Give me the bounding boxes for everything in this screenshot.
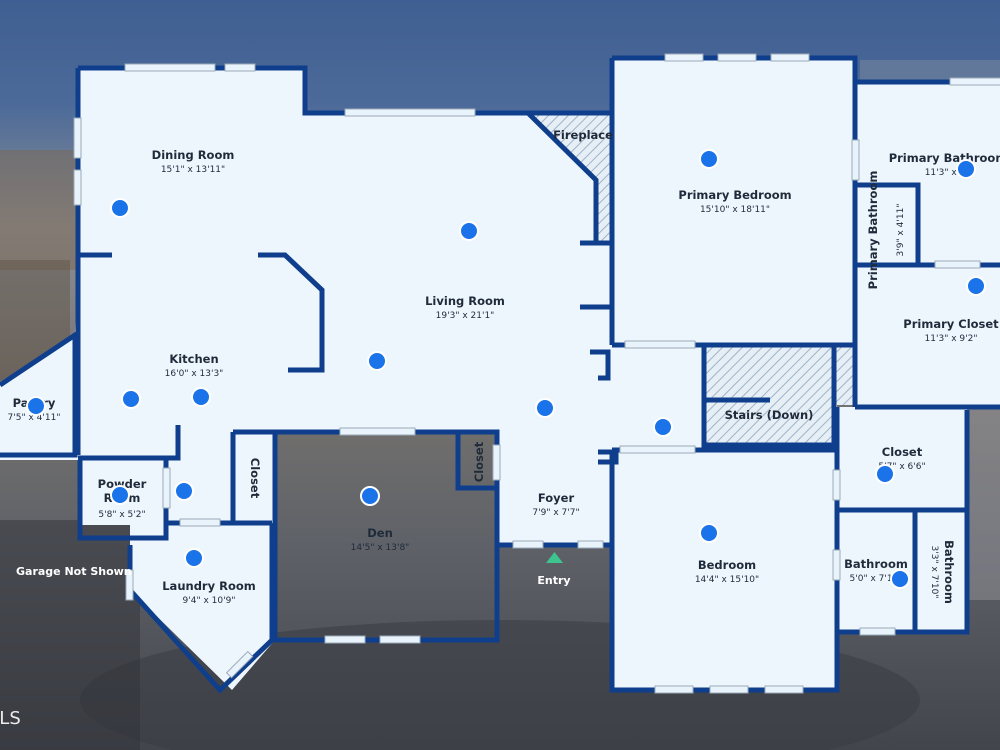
powder-room-dims: 5'8" x 5'2" <box>98 510 145 520</box>
hotspot-kitchen[interactable] <box>121 389 141 409</box>
bathroom-dims: 5'0" x 7'10" <box>850 574 903 584</box>
windows <box>73 53 1000 694</box>
foyer-name: Foyer <box>538 491 575 505</box>
hotspot-closet-east[interactable] <box>875 464 895 484</box>
hotspot-primary-bathroom[interactable] <box>956 159 976 179</box>
hotspot-laundry-room[interactable] <box>184 548 204 568</box>
dining-room-name: Dining Room <box>152 148 235 162</box>
watermark-logo: ILS <box>0 708 21 729</box>
primary-closet-name: Primary Closet <box>903 317 999 331</box>
hotspot-den[interactable] <box>360 486 380 506</box>
living-room-dims: 19'3" x 21'1" <box>436 311 495 321</box>
stairs-hatch-side <box>834 345 854 405</box>
primary-bathroom-name: Primary Bathroom <box>889 151 1000 165</box>
entry-marker-icon <box>546 552 563 563</box>
hotspot-bedroom[interactable] <box>699 523 719 543</box>
hotspot-dining-room[interactable] <box>110 198 130 218</box>
room-fills <box>0 58 1000 690</box>
hotspot-kitchen-2[interactable] <box>191 387 211 407</box>
primary-bathroom-2-dims: 3'9" x 4'11" <box>896 204 906 257</box>
hotspot-primary-bedroom[interactable] <box>699 149 719 169</box>
closet-laundry-name: Closet <box>248 458 262 499</box>
primary-bathroom-2-name: Primary Bathroom <box>866 171 880 290</box>
hotspot-hallway[interactable] <box>653 417 673 437</box>
laundry-room-name: Laundry Room <box>162 579 256 593</box>
hotspot-living-room[interactable] <box>459 221 479 241</box>
kitchen-dims: 16'0" x 13'3" <box>165 369 224 379</box>
powder-room-name-line1: Powder <box>98 477 147 491</box>
stairs-name: Stairs (Down) <box>725 408 814 422</box>
bathroom-2-name: Bathroom <box>942 540 956 604</box>
closet-east-dims: 5'7" x 6'6" <box>878 462 925 472</box>
room-labels: Dining Room 15'1" x 13'11" Living Room 1… <box>8 128 1000 606</box>
laundry-room-dims: 9'4" x 10'9" <box>183 596 236 606</box>
hotspot-powder-room[interactable] <box>110 485 130 505</box>
hotspots[interactable] <box>26 149 986 589</box>
closet-east-name: Closet <box>882 445 923 459</box>
hotspot-laundry-hall[interactable] <box>174 481 194 501</box>
bedroom-dims: 14'4" x 15'10" <box>695 575 759 585</box>
pantry-dims: 7'5" x 4'11" <box>8 413 61 423</box>
closet-den-name: Closet <box>472 441 486 482</box>
living-room-name: Living Room <box>425 294 505 308</box>
garage-note: Garage Not Shown <box>16 565 132 578</box>
den-dims: 14'5" x 13'8" <box>351 543 410 553</box>
primary-closet-dims: 11'3" x 9'2" <box>925 334 978 344</box>
hotspot-primary-closet[interactable] <box>966 276 986 296</box>
bedroom-name: Bedroom <box>698 558 756 572</box>
bathroom-name: Bathroom <box>844 557 908 571</box>
hotspot-living-room-2[interactable] <box>367 351 387 371</box>
foyer-dims: 7'9" x 7'7" <box>532 508 579 518</box>
hotspot-pantry[interactable] <box>26 396 46 416</box>
hotspot-bathroom[interactable] <box>890 569 910 589</box>
den-name: Den <box>367 526 393 540</box>
fireplace-name: Fireplace <box>553 128 613 142</box>
bathroom-2-dims: 3'3" x 7'10" <box>929 546 939 599</box>
hotspot-foyer-hall[interactable] <box>535 398 555 418</box>
stairs-hatch <box>704 345 834 445</box>
primary-bedroom-name: Primary Bedroom <box>678 188 791 202</box>
primary-bedroom-dims: 15'10" x 18'11" <box>700 205 770 215</box>
primary-bathroom-dims: 11'3" x 1 <box>925 168 966 178</box>
fireplace-hatch <box>528 115 610 243</box>
kitchen-name: Kitchen <box>169 352 218 366</box>
dining-room-dims: 15'1" x 13'11" <box>161 165 225 175</box>
entry-label: Entry <box>537 574 570 587</box>
